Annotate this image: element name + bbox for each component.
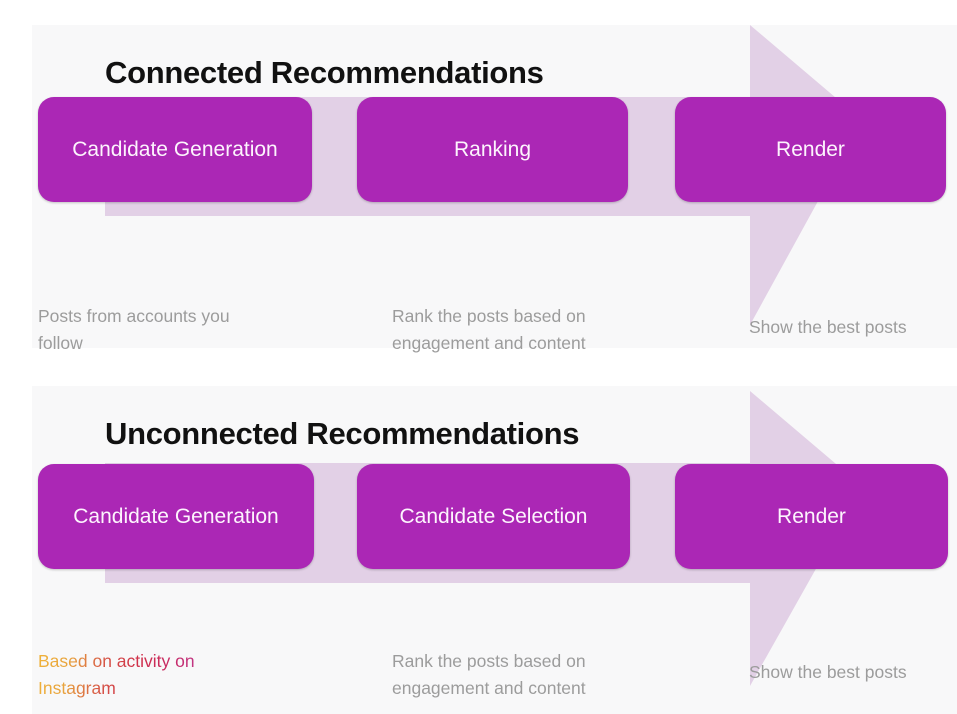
stage-box-label: Ranking xyxy=(453,137,532,161)
stage-box-render[interactable]: Render xyxy=(675,464,948,569)
stage-box-candidate-selection[interactable]: Candidate Selection xyxy=(357,464,630,569)
panel-title-connected: Connected Recommendations xyxy=(105,55,544,90)
stage-box-label: Render xyxy=(776,137,845,161)
panel-title-unconnected: Unconnected Recommendations xyxy=(105,416,580,451)
stage-box-label: Candidate Selection xyxy=(399,504,588,528)
stage-box-ranking[interactable]: Ranking xyxy=(357,97,628,202)
stage-box-render[interactable]: Render xyxy=(675,97,946,202)
panel-unconnected-recommendations: Unconnected Recommendations Candidate Ge… xyxy=(32,386,957,714)
stage-box-candidate-generation[interactable]: Candidate Generation xyxy=(38,97,312,202)
stage-caption-candidate-selection: Rank the posts based on engagement and c… xyxy=(392,651,586,698)
stage-caption-render: Show the best posts xyxy=(749,662,907,682)
stage-caption-candidate-generation: Posts from accounts you follow xyxy=(38,306,230,353)
stage-caption-candidate-generation: Based on activity on Instagram xyxy=(38,648,263,702)
stage-box-candidate-generation[interactable]: Candidate Generation xyxy=(38,464,314,569)
stage-box-label: Candidate Generation xyxy=(73,504,279,528)
panel-connected-recommendations: Connected Recommendations Candidate Gene… xyxy=(32,25,957,353)
stage-box-label: Render xyxy=(777,504,846,528)
stage-caption-render: Show the best posts xyxy=(749,317,907,337)
stage-caption-ranking: Rank the posts based on engagement and c… xyxy=(392,306,586,353)
stage-box-label: Candidate Generation xyxy=(72,137,278,161)
